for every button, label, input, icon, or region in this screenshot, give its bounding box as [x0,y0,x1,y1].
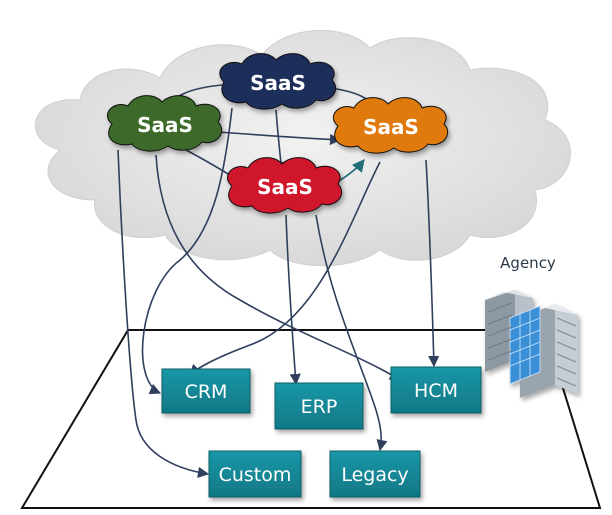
saas-right-label: SaaS [363,115,419,139]
saas-left-label: SaaS [137,113,193,137]
legacy-label: Legacy [341,464,408,486]
custom-box: Custom [208,450,302,498]
saas-cloud-left: SaaS [106,95,223,152]
erp-box: ERP [274,382,364,430]
crm-box: CRM [161,368,251,414]
erp-label: ERP [301,396,338,418]
saas-cloud-center: SaaS [226,157,343,214]
saas-center-label: SaaS [257,175,313,199]
agency-label: Agency [500,254,556,272]
hcm-label: HCM [414,380,458,402]
background-cloud [34,29,571,267]
saas-cloud-right: SaaS [332,97,449,154]
saas-top-label: SaaS [250,71,306,95]
hcm-box: HCM [390,366,482,414]
crm-label: CRM [185,381,228,403]
agency-building-icon [485,290,578,398]
legacy-box: Legacy [329,450,421,498]
custom-label: Custom [219,464,292,486]
saas-cloud-top: SaaS [219,53,337,110]
connector-lines [117,84,440,478]
